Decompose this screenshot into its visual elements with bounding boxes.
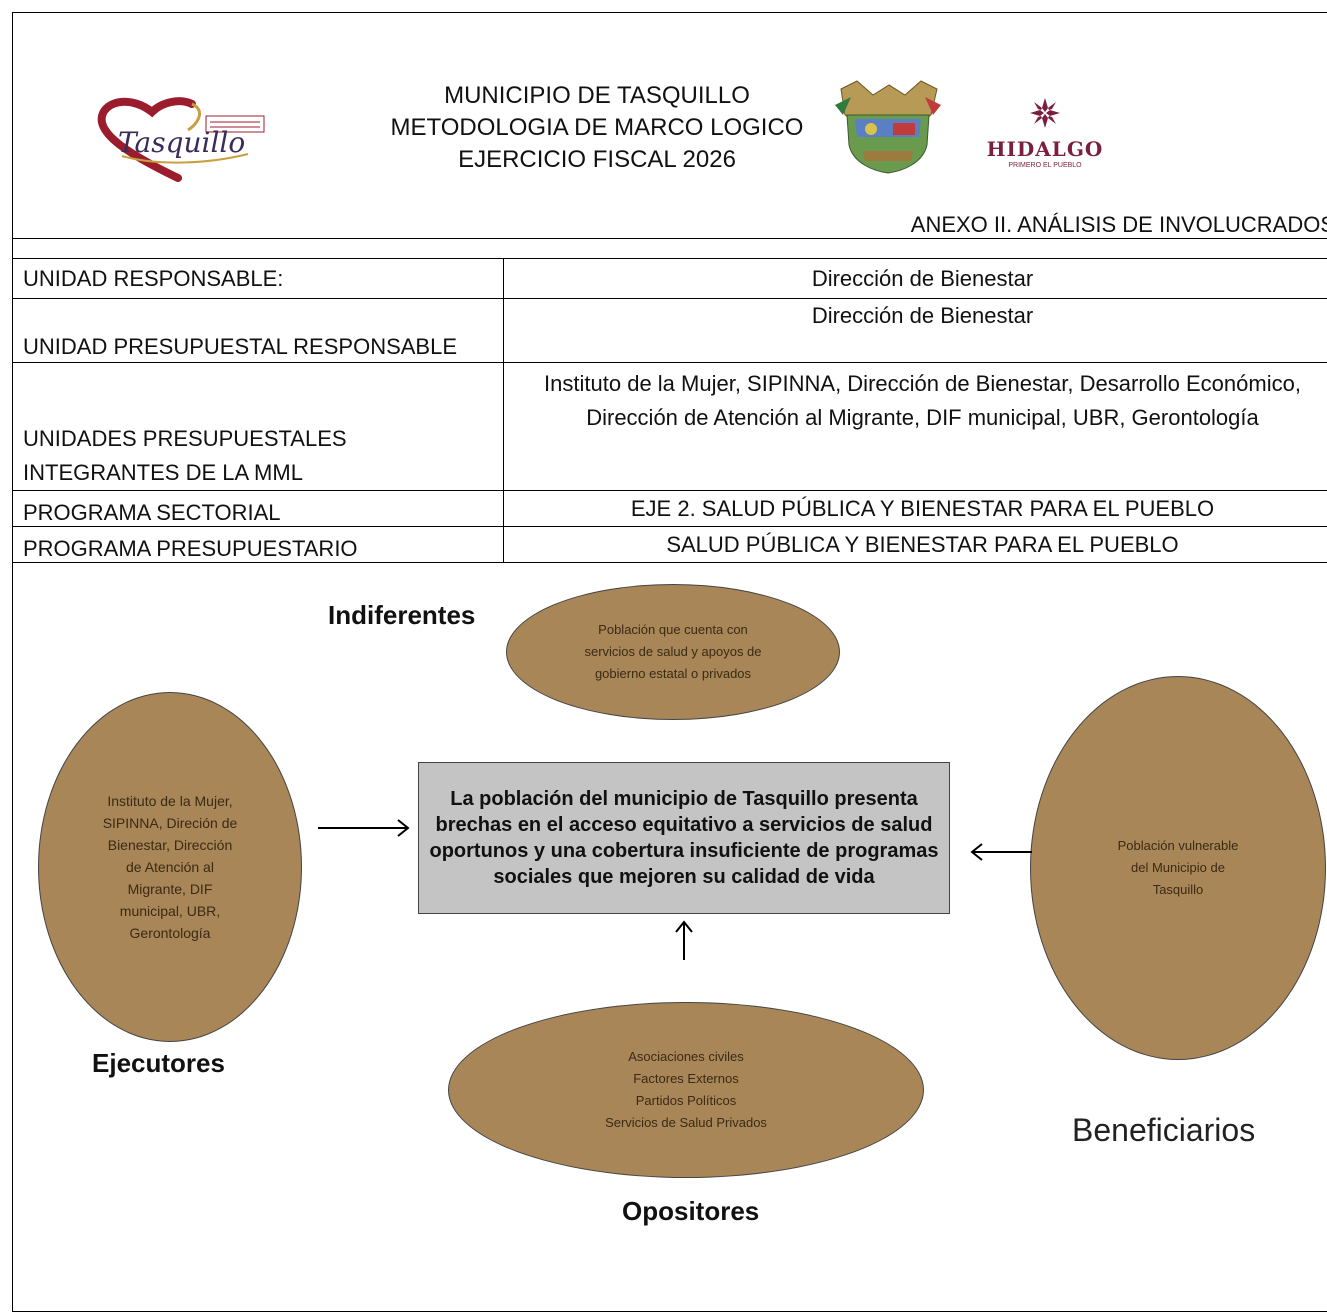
stakeholder-diagram: Indiferentes Población que cuenta con se… bbox=[0, 0, 1327, 1285]
arrow-beneficiarios-to-problem bbox=[972, 844, 1032, 860]
arrow-ejecutores-to-problem bbox=[318, 820, 408, 836]
arrow-opositores-to-problem bbox=[676, 922, 692, 960]
